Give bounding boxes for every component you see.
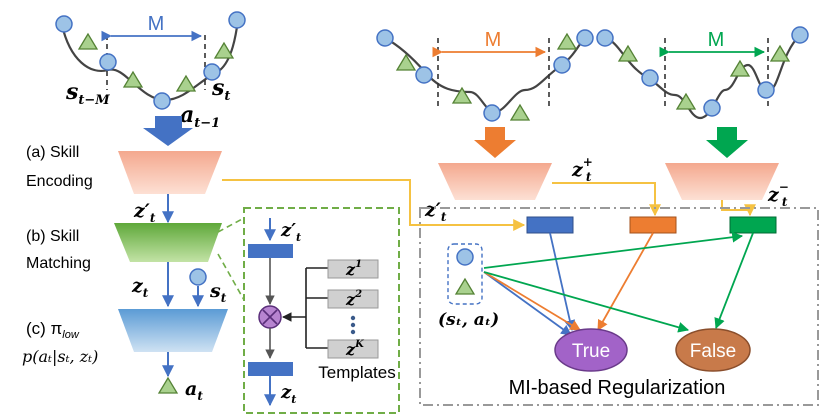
state-node	[153, 92, 171, 110]
a-prev-label: at−1	[180, 102, 220, 131]
left-trajectory: M st−M st at−1	[55, 11, 246, 131]
s-curr-label: st	[211, 75, 230, 104]
state-node	[757, 81, 775, 99]
pair-action-node	[454, 277, 476, 295]
pair-box	[447, 243, 483, 305]
zoom-out-label: zt	[280, 382, 296, 406]
pos-m-label: M	[485, 29, 502, 51]
action-node	[617, 44, 639, 62]
action-node	[729, 59, 751, 77]
stage-b-line1: (b) Skill	[26, 228, 79, 245]
positive-embedding	[629, 216, 677, 234]
zoom-input-bar	[248, 244, 293, 258]
pair-state-node	[456, 248, 474, 266]
template-label: zK	[345, 339, 365, 359]
action-node	[122, 70, 144, 88]
state-node	[99, 53, 117, 71]
neg-encoder	[665, 163, 779, 200]
action-node	[769, 44, 791, 62]
z-left: zt	[131, 275, 149, 300]
false-label: False	[690, 341, 736, 362]
arrow-neg-false	[714, 232, 754, 330]
yellow-link-pos	[552, 182, 661, 217]
mi-reg-title: MI-based Regularization	[509, 377, 726, 399]
action-node	[556, 32, 578, 50]
state-node	[228, 11, 246, 29]
templates-label: Templates	[318, 363, 395, 382]
neg-m-label: M	[708, 29, 725, 51]
s-input-label: st	[209, 280, 227, 305]
state-node	[55, 15, 73, 33]
template-label: z1	[345, 259, 362, 279]
negative-embedding	[729, 216, 777, 234]
state-node	[576, 29, 594, 47]
a-output-label: at	[185, 378, 203, 403]
template-list: z1 z2 zK	[327, 259, 379, 359]
action-output-node	[157, 376, 179, 394]
z-prime-left: z′t	[133, 200, 156, 225]
window-m-label: M	[148, 13, 165, 35]
positive-trajectory: M	[376, 29, 594, 122]
s-prev-label: st−M	[65, 79, 110, 108]
arrow-pair-true-orange	[483, 271, 581, 331]
action-node	[509, 103, 531, 121]
template-label: z2	[345, 289, 362, 309]
state-node	[596, 29, 614, 47]
zoom-connector-top	[217, 217, 245, 233]
state-node	[415, 66, 433, 84]
arrow-anchor-true	[549, 232, 576, 332]
anchor-embedding	[526, 216, 574, 234]
yellow-link-neg	[721, 200, 756, 217]
state-node	[203, 63, 221, 81]
zoom-output-bar	[248, 362, 293, 376]
skill-matching	[114, 223, 222, 262]
pos-encoder	[438, 163, 552, 200]
stage-c-line1: (c) πlow	[26, 319, 80, 341]
state-node	[641, 69, 659, 87]
state-node	[703, 99, 721, 117]
template-box	[327, 259, 379, 279]
arrow-pair-false-green	[483, 271, 690, 333]
low-level-policy	[118, 309, 228, 352]
action-node	[675, 92, 697, 110]
action-node	[213, 41, 235, 59]
z-plus-label: z+t	[571, 155, 593, 184]
template-box	[327, 339, 379, 359]
stage-b-line2: Matching	[26, 255, 91, 272]
arrow-pair-neg-green	[483, 231, 744, 269]
state-node	[376, 29, 394, 47]
pair-label: (sₜ, aₜ)	[438, 310, 499, 330]
stage-c-line2: p(aₜ|sₜ, zₜ)	[22, 347, 98, 366]
negative-trajectory: M	[596, 26, 809, 120]
state-node	[553, 56, 571, 74]
action-node	[395, 53, 417, 71]
stage-a-line1: (a) Skill	[26, 144, 79, 161]
skill-encoder	[118, 151, 222, 194]
zoom-connector-bottom	[217, 253, 245, 301]
action-node	[175, 74, 197, 92]
down-arrow-orange	[474, 127, 516, 158]
true-label: True	[572, 341, 610, 362]
false-node	[675, 328, 751, 372]
down-arrow-green	[706, 127, 748, 158]
matching-zoom-box	[243, 207, 400, 414]
arrow-pos-true	[597, 232, 654, 331]
yellow-link-anchor	[222, 179, 526, 231]
state-node	[483, 104, 501, 122]
action-node	[77, 32, 99, 50]
zoom-in-label: z′t	[280, 220, 301, 244]
mi-regularization-box	[419, 207, 819, 406]
z-prime-right: z′t	[424, 199, 447, 224]
state-node	[791, 26, 809, 44]
down-arrow-blue	[143, 116, 193, 146]
z-minus-label: z−t	[767, 180, 789, 209]
stage-a-line2: Encoding	[26, 173, 93, 190]
state-input-node	[189, 268, 207, 286]
template-box	[327, 289, 379, 309]
true-node	[554, 328, 628, 372]
arrow-pair-true-blue	[483, 271, 572, 336]
action-node	[451, 86, 473, 104]
